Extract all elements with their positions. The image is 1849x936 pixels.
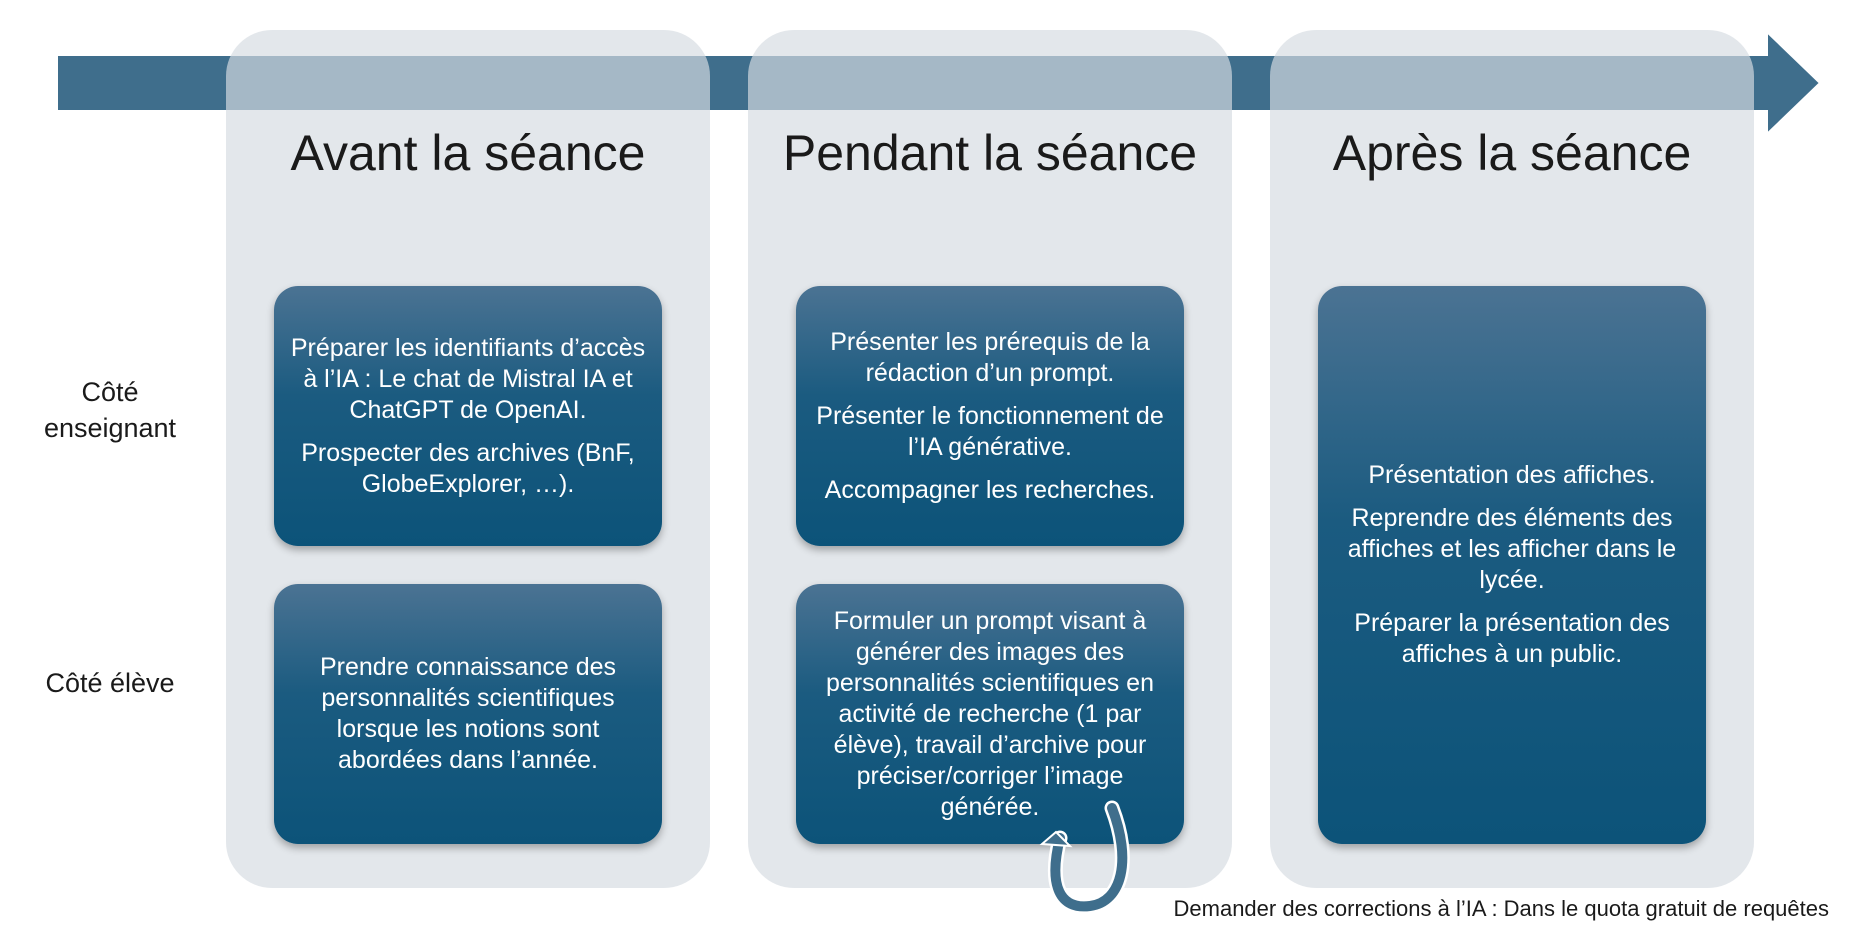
card-text: Présenter les prérequis de la rédaction … xyxy=(830,327,1150,387)
card-text: Accompagner les recherches. xyxy=(824,475,1156,504)
card-avant-teacher: Préparer les identifiants d’accès à l’IA… xyxy=(274,286,662,546)
card-pendant-teacher: Présenter les prérequis de la rédaction … xyxy=(796,286,1184,546)
column-title-apres: Après la séance xyxy=(1332,125,1692,181)
card-text: Présenter le fonctionnement de l’IA géné… xyxy=(816,401,1164,461)
loop-arrow-icon xyxy=(1039,800,1130,914)
row-label-student: Côté élève xyxy=(45,668,175,698)
card-text: Préparer les identifiants d’accès à l’IA… xyxy=(290,333,646,424)
card-text: Prospecter des archives (BnF, GlobeExplo… xyxy=(301,438,635,498)
card-text: Préparer la présentation des affiches à … xyxy=(1354,609,1670,668)
card-pendant-student: Formuler un prompt visant à générer des … xyxy=(796,584,1184,844)
bottom-note: Demander des corrections à l’IA : Dans l… xyxy=(1173,896,1829,921)
column-title-avant: Avant la séance xyxy=(290,125,646,181)
card-text: Formuler un prompt visant à générer des … xyxy=(826,606,1154,821)
card-text: Prendre connaissance des personnalités s… xyxy=(319,653,617,774)
card-text: Présentation des affiches. xyxy=(1368,461,1656,489)
card-apres-both: Présentation des affiches. Reprendre des… xyxy=(1318,286,1706,844)
card-text: Reprendre des éléments des affiches et l… xyxy=(1347,504,1677,594)
column-title-pendant: Pendant la séance xyxy=(782,125,1198,181)
card-avant-student: Prendre connaissance des personnalités s… xyxy=(274,584,662,844)
row-label-teacher: Côté enseignant xyxy=(43,377,177,443)
